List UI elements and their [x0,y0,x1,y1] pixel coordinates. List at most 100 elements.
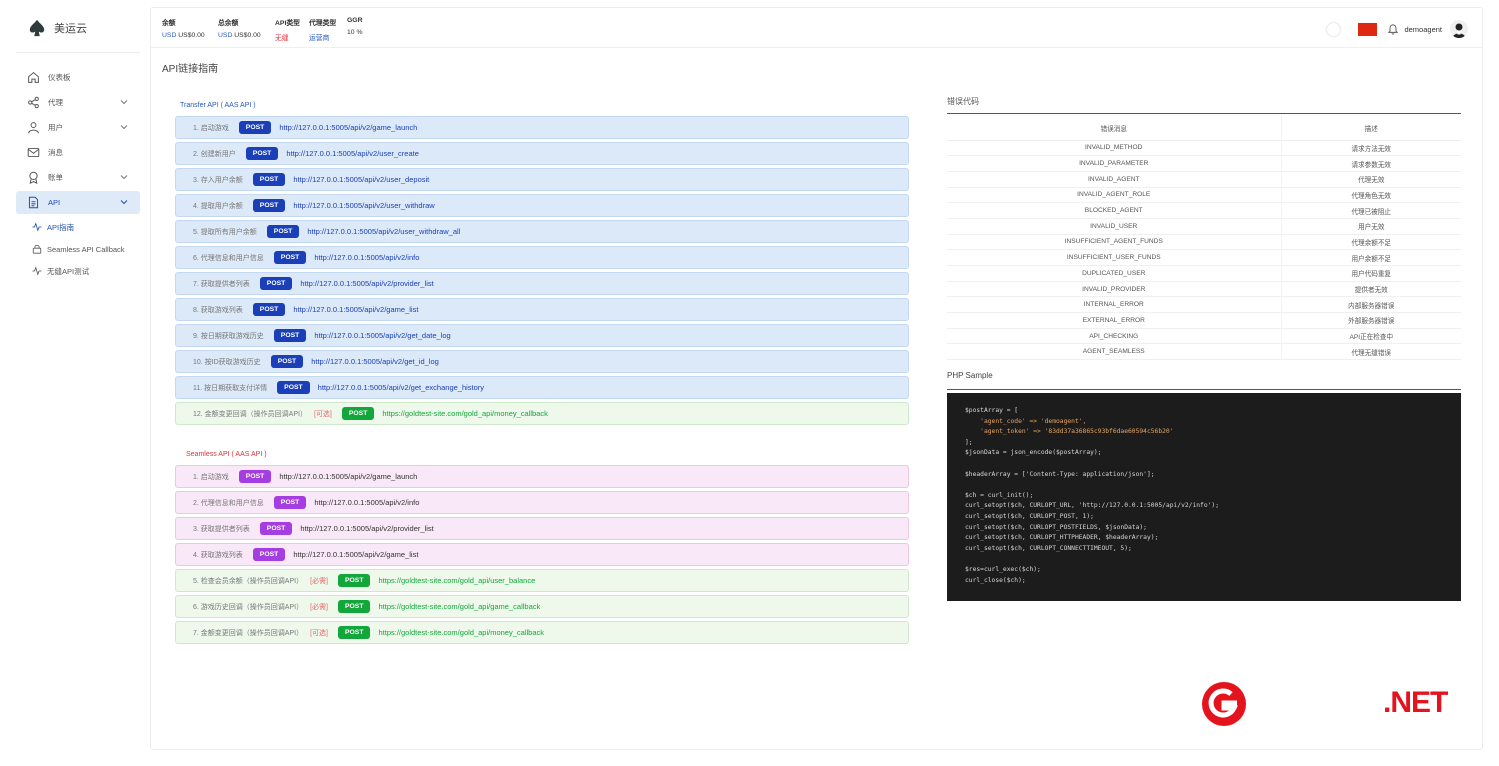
required-tag: [必需] [310,603,328,611]
api-label: 10. 按ID获取游戏历史 [193,358,261,366]
error-desc: 用户无效 [1280,218,1461,235]
error-codes-divider [947,113,1461,114]
api-url[interactable]: https://goldtest-site.com/gold_api/money… [378,628,544,637]
error-desc: 用户代码重复 [1280,265,1461,282]
api-row[interactable]: 7. 获取提供者列表 POST http://127.0.0.1:5005/api/… [175,272,909,295]
api-type-value: 无缝 [275,35,289,42]
api-url[interactable]: http://127.0.0.1:5005/api/v2/game_list [293,305,419,314]
ggr-value: 10 % [347,29,363,36]
api-url[interactable]: http://127.0.0.1:5005/api/v2/get_exchang… [317,383,485,392]
method-badge: POST [341,407,375,420]
api-row[interactable]: 10. 按ID获取游戏历史 POST http://127.0.0.1:5005/a… [175,350,909,373]
sidebar-item-user[interactable]: 用户 [16,116,140,139]
total-balance-value: US$0.00 [234,32,261,39]
topbar-right: demoagent [1327,18,1468,40]
api-url[interactable]: http://127.0.0.1:5005/api/v2/provider_li… [300,279,434,288]
api-url[interactable]: https://goldtest-site.com/gold_api/game_… [378,602,541,611]
sidebar-item-label: 用户 [48,123,63,132]
method-badge: POST [259,522,293,535]
error-code: API_CHECKING [947,328,1281,345]
error-code: INVALID_PARAMETER [947,155,1281,172]
method-badge: POST [270,355,304,368]
theme-toggle[interactable] [1327,22,1341,36]
sidebar-item-api[interactable]: API [16,191,140,214]
error-code: INVALID_USER [947,218,1281,235]
php-code-block[interactable]: $postArray = [ 'agent_code' => 'demoagen… [947,393,1461,601]
api-url[interactable]: http://127.0.0.1:5005/api/v2/user_create [286,149,419,158]
api-url[interactable]: http://127.0.0.1:5005/api/v2/user_deposi… [293,175,430,184]
sidebar-subitem-api-guide[interactable]: API指南 [16,216,140,238]
api-url[interactable]: https://goldtest-site.com/gold_api/user_… [378,576,536,585]
api-url[interactable]: http://127.0.0.1:5005/api/v2/provider_li… [300,524,434,533]
error-desc: 请求参数无效 [1280,155,1461,172]
method-badge: POST [337,574,371,587]
chevron-down-icon [120,175,128,180]
api-url[interactable]: http://127.0.0.1:5005/api/v2/game_launch [279,472,418,481]
api-url[interactable]: http://127.0.0.1:5005/api/v2/user_withdr… [307,227,461,236]
sidebar-subitem-seamless-callback[interactable]: Seamless API Callback [16,238,140,260]
total-balance-stat: 总余额 USD US$0.00 [218,17,261,39]
api-label: 8. 获取游戏列表 [193,306,243,314]
api-url[interactable]: http://127.0.0.1:5005/api/v2/user_withdr… [293,201,435,210]
api-url[interactable]: https://goldtest-site.com/gold_api/money… [382,409,548,418]
api-url[interactable]: http://127.0.0.1:5005/api/v2/get_id_log [311,357,439,366]
api-label: 4. 获取游戏列表 [193,551,243,559]
username[interactable]: demoagent [1404,24,1442,34]
brand[interactable]: 美运云 [28,16,87,40]
api-row[interactable]: 8. 获取游戏列表 POST http://127.0.0.1:5005/api/v… [175,298,909,321]
agent-type-label: 代理类型 [309,20,337,27]
error-desc: 代理无缝错误 [1280,343,1461,361]
sidebar-item-agent[interactable]: 代理 [16,91,140,114]
bell-icon[interactable] [1387,23,1399,35]
api-url[interactable]: http://127.0.0.1:5005/api/v2/game_launch [279,123,418,132]
error-code: INTERNAL_ERROR [947,296,1281,314]
api-url[interactable]: http://127.0.0.1:5005/api/v2/info [314,253,420,262]
sidebar-item-dashboard[interactable]: 仪表板 [16,66,140,89]
method-badge: POST [252,303,286,316]
method-badge: POST [252,199,286,212]
api-label: 7. 获取提供者列表 [193,280,250,288]
sidebar-subitem-seamless-test[interactable]: 无缝API测试 [16,260,140,282]
balance-value: US$0.00 [178,32,205,39]
sidebar-item-message[interactable]: 消息 [16,141,140,164]
avatar-icon [1452,23,1466,38]
avatar[interactable] [1450,20,1468,38]
method-badge: POST [259,277,293,290]
api-url[interactable]: http://127.0.0.1:5005/api/v2/info [314,498,420,507]
sidebar-subitem-label: Seamless API Callback [47,244,125,254]
code-line [965,554,1443,565]
method-badge: POST [238,470,272,483]
api-label: 3. 存入用户余额 [193,176,243,184]
sidebar-item-billing[interactable]: 账单 [16,166,140,189]
code-line [965,480,1443,491]
spade-logo-icon [29,19,45,37]
ggr-stat: GGR 10 % [347,17,363,36]
agent-type-stat: 代理类型 运营商 [309,17,336,42]
code-line: $res=curl_exec($ch); [965,565,1041,573]
balance-stat: 余额 USD US$0.00 [162,17,205,39]
api-url[interactable]: http://127.0.0.1:5005/api/v2/get_date_lo… [314,331,451,340]
api-url[interactable]: http://127.0.0.1:5005/api/v2/game_list [293,550,419,559]
error-desc: 外部服务器错误 [1280,312,1461,329]
china-flag-icon[interactable] [1358,22,1378,36]
